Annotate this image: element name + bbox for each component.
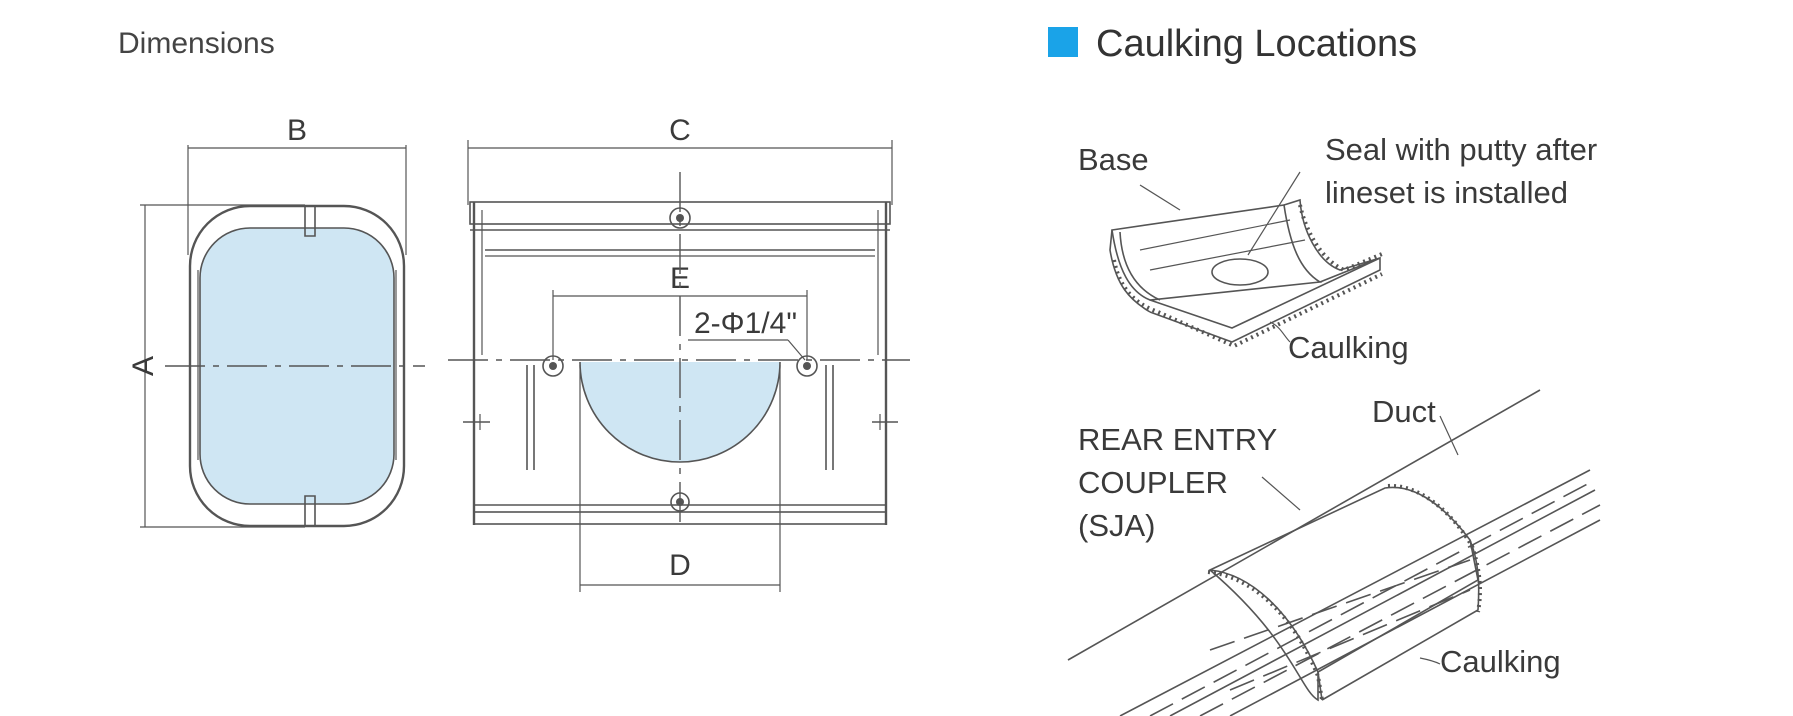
coupler-illustration: Duct REAR ENTRY COUPLER (SJA) Caulking bbox=[1067, 389, 1601, 716]
label-duct: Duct bbox=[1372, 394, 1436, 429]
label-caulking-bottom: Caulking bbox=[1440, 644, 1561, 679]
dim-label-b: B bbox=[287, 114, 307, 147]
base-illustration: Base Seal with putty after lineset is in… bbox=[1078, 132, 1597, 365]
front-view: C E bbox=[448, 114, 910, 592]
label-caulking-top: Caulking bbox=[1288, 330, 1409, 365]
dimensions-title: Dimensions bbox=[118, 27, 275, 60]
label-coupler-line2: COUPLER bbox=[1078, 465, 1228, 500]
label-seal-line2: lineset is installed bbox=[1325, 175, 1568, 210]
label-seal-line1: Seal with putty after bbox=[1325, 132, 1597, 167]
dim-label-d: D bbox=[669, 549, 691, 582]
label-coupler-line1: REAR ENTRY bbox=[1078, 422, 1277, 457]
label-coupler-line3: (SJA) bbox=[1078, 508, 1156, 543]
side-view: B A bbox=[127, 114, 425, 528]
dim-label-c: C bbox=[669, 114, 691, 147]
hole-callout: 2-Φ1/4" bbox=[694, 307, 797, 340]
caulking-title-marker bbox=[1048, 27, 1078, 57]
dim-label-a: A bbox=[127, 356, 160, 376]
label-base: Base bbox=[1078, 142, 1149, 177]
dim-label-e: E bbox=[670, 262, 690, 295]
caulking-title: Caulking Locations bbox=[1096, 23, 1417, 65]
